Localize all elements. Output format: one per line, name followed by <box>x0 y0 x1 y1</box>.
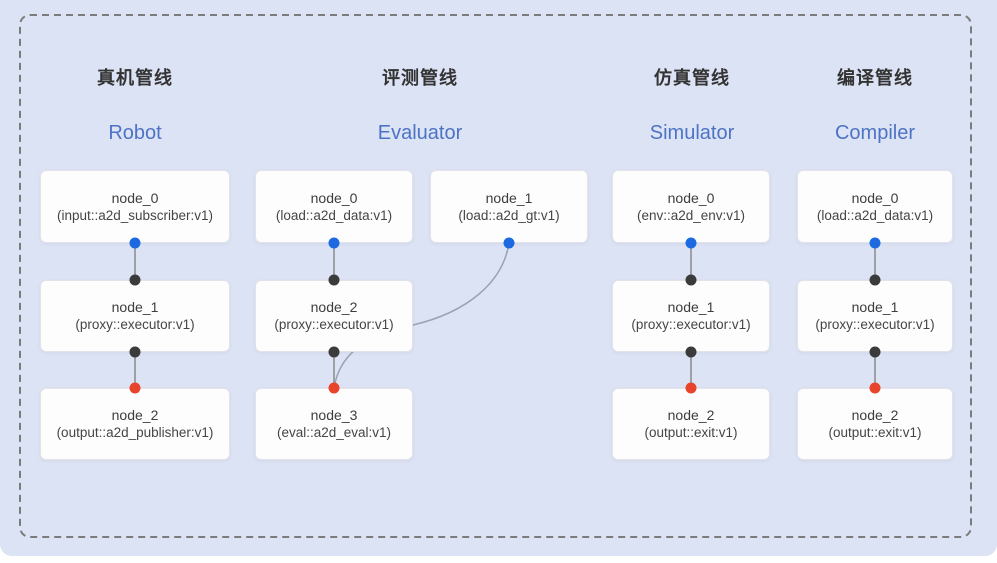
node-name: node_2 <box>667 407 715 424</box>
node-spec: (load::a2d_gt:v1) <box>458 207 560 223</box>
node-card-compiler-2: node_2 (output::exit:v1) <box>797 388 953 460</box>
node-name: node_1 <box>851 299 899 316</box>
node-card-robot-0: node_0 (input::a2d_subscriber:v1) <box>40 170 230 243</box>
connector-port-dot <box>328 274 340 286</box>
node-spec: (input::a2d_subscriber:v1) <box>56 207 214 223</box>
node-spec: (output::exit:v1) <box>644 425 738 441</box>
output-port-dot <box>685 382 697 394</box>
pipeline-title-evaluator: 评测管线 <box>382 68 458 88</box>
node-card-evaluator-1: node_1 (load::a2d_gt:v1) <box>430 170 588 243</box>
node-spec: (load::a2d_data:v1) <box>275 207 393 223</box>
node-name: node_1 <box>111 299 159 316</box>
node-name: node_0 <box>667 189 715 206</box>
output-port-dot <box>869 382 881 394</box>
node-spec: (load::a2d_data:v1) <box>816 207 934 223</box>
connector-port-dot <box>869 274 881 286</box>
pipeline-title-simulator: 仿真管线 <box>654 68 730 88</box>
node-spec: (proxy::executor:v1) <box>75 317 195 333</box>
node-name: node_3 <box>310 407 358 424</box>
connector-port-dot <box>685 274 697 286</box>
pipeline-subtitle-compiler: Compiler <box>834 122 916 144</box>
pipeline-title-compiler: 编译管线 <box>837 68 913 88</box>
node-card-simulator-0: node_0 (env::a2d_env:v1) <box>612 170 770 243</box>
node-spec: (eval::a2d_eval:v1) <box>276 425 392 441</box>
cross-edge-curve <box>333 242 510 389</box>
node-card-robot-1: node_1 (proxy::executor:v1) <box>40 280 230 352</box>
pipeline-subtitle-robot: Robot <box>108 122 162 144</box>
node-name: node_1 <box>667 299 715 316</box>
connector-port-dot <box>685 346 697 358</box>
node-spec: (proxy::executor:v1) <box>274 317 394 333</box>
pipeline-title-robot: 真机管线 <box>97 68 173 88</box>
connector-port-dot <box>129 274 141 286</box>
node-spec: (output::a2d_publisher:v1) <box>56 425 214 441</box>
node-card-simulator-2: node_2 (output::exit:v1) <box>612 388 770 460</box>
node-card-compiler-0: node_0 (load::a2d_data:v1) <box>797 170 953 243</box>
node-name: node_0 <box>851 189 899 206</box>
output-port-dot <box>129 382 141 394</box>
input-port-dot <box>685 237 697 249</box>
input-port-dot <box>328 237 340 249</box>
node-card-simulator-1: node_1 (proxy::executor:v1) <box>612 280 770 352</box>
connector-port-dot <box>869 346 881 358</box>
connector-port-dot <box>328 346 340 358</box>
node-name: node_2 <box>310 299 358 316</box>
node-name: node_0 <box>111 189 159 206</box>
node-card-evaluator-3: node_3 (eval::a2d_eval:v1) <box>255 388 413 460</box>
node-card-robot-2: node_2 (output::a2d_publisher:v1) <box>40 388 230 460</box>
node-card-evaluator-2: node_2 (proxy::executor:v1) <box>255 280 413 352</box>
connector-port-dot <box>129 346 141 358</box>
node-name: node_1 <box>485 189 533 206</box>
node-spec: (env::a2d_env:v1) <box>636 207 746 223</box>
pipeline-subtitle-evaluator: Evaluator <box>377 122 463 144</box>
node-name: node_0 <box>310 189 358 206</box>
node-spec: (output::exit:v1) <box>828 425 922 441</box>
output-port-dot <box>328 382 340 394</box>
node-spec: (proxy::executor:v1) <box>815 317 935 333</box>
input-port-dot <box>129 237 141 249</box>
node-spec: (proxy::executor:v1) <box>631 317 751 333</box>
input-port-dot <box>503 237 515 249</box>
node-name: node_2 <box>851 407 899 424</box>
node-name: node_2 <box>111 407 159 424</box>
pipeline-subtitle-simulator: Simulator <box>649 122 735 144</box>
node-card-evaluator-0: node_0 (load::a2d_data:v1) <box>255 170 413 243</box>
input-port-dot <box>869 237 881 249</box>
node-card-compiler-1: node_1 (proxy::executor:v1) <box>797 280 953 352</box>
